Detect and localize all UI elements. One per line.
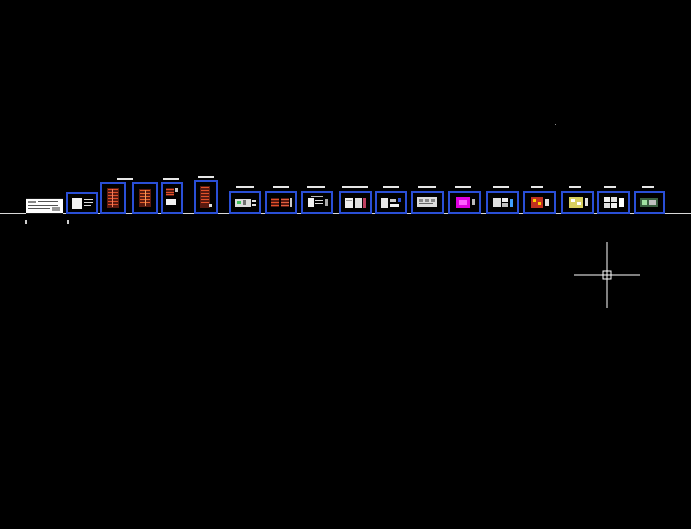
schedule-sheet-3-graphic	[166, 188, 178, 205]
plan-sheet-5-graphic	[381, 198, 401, 208]
plan-sheet-9-graphic	[531, 197, 549, 208]
plan-sheet-6[interactable]	[411, 191, 444, 214]
sheet-label-5	[163, 178, 179, 180]
plan-sheet-2-graphic	[271, 198, 292, 207]
sheet-label-15	[531, 186, 543, 188]
sheet-label-6	[198, 176, 214, 178]
plan-sheet-10[interactable]	[561, 191, 594, 214]
sheet-label-9	[307, 186, 325, 188]
cover-sheet[interactable]	[66, 192, 98, 214]
plan-sheet-6-graphic	[417, 197, 437, 207]
schedule-sheet-4-graphic	[200, 186, 212, 208]
sheet-label-11	[383, 186, 399, 188]
plan-sheet-5[interactable]	[375, 191, 407, 214]
plan-sheet-9[interactable]	[523, 191, 556, 214]
plan-sheet-7-graphic	[456, 197, 475, 208]
cover-sheet-graphic	[72, 198, 93, 209]
plan-sheet-2[interactable]	[265, 191, 297, 214]
plan-sheet-3-graphic	[308, 196, 328, 207]
sheet-label-12	[418, 186, 436, 188]
title-block-sheet[interactable]	[26, 198, 63, 214]
crosshair-cursor-icon	[574, 242, 640, 308]
plan-sheet-4[interactable]	[339, 191, 372, 214]
schedule-sheet-3[interactable]	[161, 182, 183, 214]
plan-sheet-12-graphic	[640, 198, 658, 207]
schedule-sheet-1-graphic	[107, 188, 119, 208]
plan-sheet-10-graphic	[569, 197, 588, 208]
plan-sheet-1-graphic	[235, 199, 256, 207]
sheet-label-3	[117, 178, 133, 180]
plan-sheet-4-graphic	[345, 198, 366, 208]
sheet-label-13	[455, 186, 471, 188]
plan-sheet-11[interactable]	[597, 191, 630, 214]
sheet-label-10	[342, 186, 368, 188]
plan-sheet-3[interactable]	[301, 191, 333, 214]
sheet-label-8	[273, 186, 289, 188]
plan-sheet-8[interactable]	[486, 191, 519, 214]
axis-marker-1	[25, 220, 27, 224]
sheet-label-16	[569, 186, 581, 188]
axis-marker-2	[67, 220, 69, 224]
plan-sheet-1[interactable]	[229, 191, 261, 214]
schedule-sheet-2-graphic	[139, 189, 151, 207]
title-block-graphic	[26, 199, 63, 213]
sheet-label-18	[642, 186, 654, 188]
schedule-sheet-2[interactable]	[132, 182, 158, 214]
plan-sheet-12[interactable]	[634, 191, 665, 214]
schedule-sheet-4[interactable]	[194, 180, 218, 214]
plan-sheet-8-graphic	[493, 198, 513, 207]
stray-point	[555, 124, 556, 125]
plan-sheet-11-graphic	[604, 197, 624, 208]
sheet-label-14	[493, 186, 509, 188]
sheet-label-7	[236, 186, 254, 188]
plan-sheet-7[interactable]	[448, 191, 481, 214]
sheet-label-17	[604, 186, 616, 188]
schedule-sheet-1[interactable]	[100, 182, 126, 214]
